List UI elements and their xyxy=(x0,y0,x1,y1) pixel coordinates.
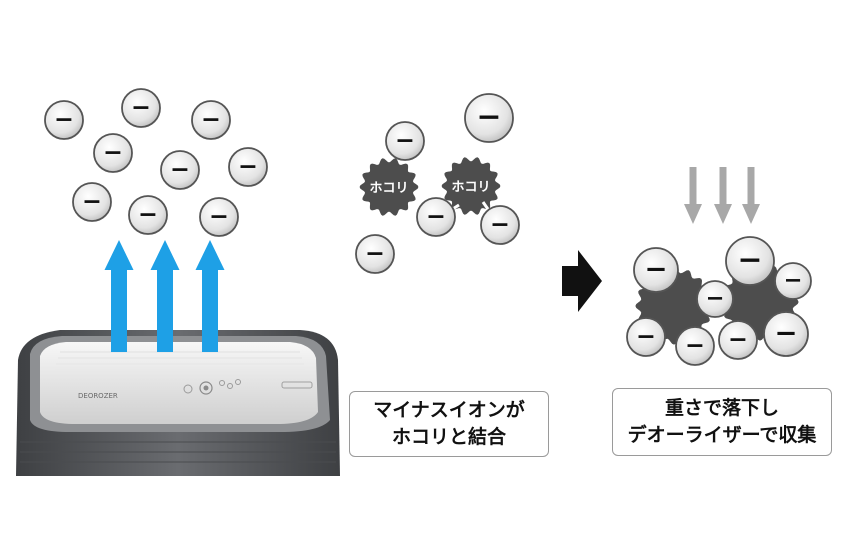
dust-particle-1 xyxy=(359,158,419,216)
svg-text:−: − xyxy=(54,105,74,133)
svg-text:−: − xyxy=(131,93,151,121)
caption-dust-collection-line-1: 重さで落下し xyxy=(664,397,779,419)
negative-ion-icon: − xyxy=(763,311,809,357)
device-brand-text: DEOROZER xyxy=(78,392,118,400)
negative-ion-icon: − xyxy=(480,205,520,245)
negative-ion-icon: − xyxy=(725,236,775,286)
up-arrow-icon xyxy=(195,240,225,352)
negative-ion-icon: − xyxy=(191,100,231,140)
down-arrow-icon xyxy=(714,167,732,224)
clustered-negative-ions: −−−−−−−− xyxy=(626,236,812,366)
caption-ion-binding-line-1: マイナスイオンが xyxy=(373,399,525,421)
negative-ion-icon: − xyxy=(696,280,734,318)
caption-dust-collection: 重さで落下し デオーライザーで収集 xyxy=(612,388,832,456)
negative-ion-icon: − xyxy=(675,326,715,366)
negative-ion-icon: − xyxy=(128,195,168,235)
negative-ion-icon: − xyxy=(416,197,456,237)
svg-text:−: − xyxy=(476,100,501,135)
process-arrow-icon xyxy=(562,250,602,312)
svg-text:−: − xyxy=(103,138,123,166)
deorizer-device: DEOROZER xyxy=(16,330,340,476)
svg-text:−: − xyxy=(238,152,258,180)
svg-text:−: − xyxy=(490,210,510,238)
svg-text:−: − xyxy=(685,331,705,359)
falling-dust-arrows xyxy=(684,167,760,224)
negative-ion-icon: − xyxy=(385,121,425,161)
svg-text:−: − xyxy=(138,200,158,228)
binding-negative-ions: − − − − − xyxy=(355,93,520,274)
up-arrow-icon xyxy=(150,240,180,352)
negative-ion-icon: − xyxy=(160,150,200,190)
negative-ion-icon: − xyxy=(718,320,758,360)
rising-negative-ions: −−−−−−−−− xyxy=(44,88,268,237)
negative-ion-icon: − xyxy=(44,100,84,140)
negative-ion-icon: − xyxy=(464,93,514,143)
svg-text:−: − xyxy=(706,285,725,311)
dust-label-1: ホコリ xyxy=(369,181,408,196)
negative-ion-icon: − xyxy=(633,247,679,293)
negative-ion-icon: − xyxy=(774,262,812,300)
svg-text:−: − xyxy=(365,239,385,267)
svg-text:−: − xyxy=(737,243,762,278)
dust-label-2: ホコリ xyxy=(451,180,490,195)
svg-text:−: − xyxy=(395,126,415,154)
negative-ion-icon: − xyxy=(626,317,666,357)
device-vent-grille xyxy=(55,351,305,371)
svg-text:−: − xyxy=(774,317,797,349)
svg-text:−: − xyxy=(82,187,102,215)
device-control-panel xyxy=(183,379,313,395)
svg-text:−: − xyxy=(636,322,656,350)
dust-particle-2 xyxy=(441,157,501,215)
down-arrow-icon xyxy=(742,167,760,224)
svg-text:−: − xyxy=(426,202,446,230)
negative-ion-icon: − xyxy=(228,147,268,187)
dust-particles-binding: ホコリ ホコリ xyxy=(359,145,501,216)
svg-text:−: − xyxy=(728,325,748,353)
svg-text:−: − xyxy=(644,253,667,285)
caption-ion-binding: マイナスイオンが ホコリと結合 xyxy=(349,391,549,457)
negative-ion-icon: − xyxy=(121,88,161,128)
negative-ion-icon: − xyxy=(93,133,133,173)
negative-ion-icon: − xyxy=(199,197,239,237)
rising-ion-arrows xyxy=(104,240,225,352)
svg-text:−: − xyxy=(201,105,221,133)
caption-ion-binding-line-2: ホコリと結合 xyxy=(391,426,506,448)
svg-text:−: − xyxy=(170,155,190,183)
device-side-grille xyxy=(20,441,336,463)
caption-dust-collection-line-2: デオーライザーで収集 xyxy=(627,424,817,446)
up-arrow-icon xyxy=(104,240,134,352)
negative-ion-icon: − xyxy=(72,182,112,222)
down-arrow-icon xyxy=(684,167,702,224)
svg-text:−: − xyxy=(209,202,229,230)
negative-ion-icon: − xyxy=(355,234,395,274)
svg-text:−: − xyxy=(784,267,803,293)
